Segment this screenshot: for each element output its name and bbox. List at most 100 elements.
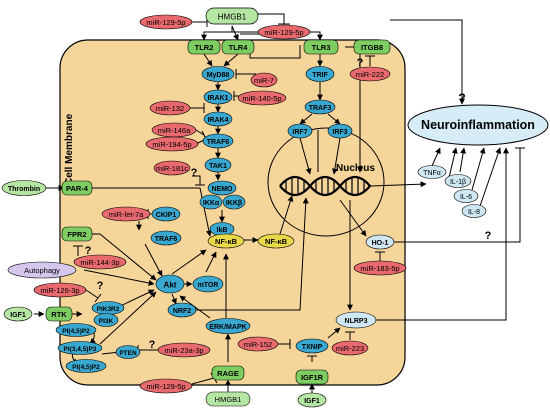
tlr2-label: TLR2 (195, 43, 214, 52)
mirna-node (349, 66, 391, 82)
traf6-label: TRAF6 (207, 139, 230, 146)
itgb8-label: ITGB8 (361, 43, 383, 52)
tlr4-node (221, 39, 255, 55)
rage-node (211, 365, 245, 381)
mirna-node (149, 100, 191, 116)
mirna-node (101, 206, 151, 222)
par4-label: PAR-4 (66, 184, 89, 193)
cytokine-label: IL-8 (468, 209, 480, 216)
traf6-label: TRAF6 (155, 236, 178, 243)
myd88-label: MyD88 (207, 72, 230, 79)
irak1-node (203, 89, 233, 105)
rage-label: RAGE (217, 369, 239, 378)
ikkb-label: IKKβ (226, 200, 243, 207)
ikkb-node (222, 194, 246, 210)
autophagy-node (7, 261, 77, 279)
trif-label: TRIF (312, 72, 328, 79)
cytokine-label: IL-6 (460, 194, 472, 201)
mirna-node (153, 160, 191, 176)
mirna-label: miR-129-5p (146, 382, 185, 391)
irak1-label: IRAK1 (207, 95, 228, 102)
par4-node (61, 180, 93, 196)
nfkb-label: NF-κB (215, 237, 238, 246)
ho1-node (365, 234, 395, 250)
question-mark: ? (191, 167, 198, 179)
tak1-label: TAK1 (209, 163, 227, 170)
txnip-node (295, 338, 329, 354)
mirna-label: miR-194-5p (152, 140, 191, 149)
membrane-label: Cell Membrane (64, 113, 75, 185)
mirna-label: miR-183-5p (360, 264, 399, 273)
nlrp3-node (335, 311, 377, 329)
pi3k-label: PI3K (99, 318, 114, 325)
akt-label: Akt (164, 281, 177, 290)
pip2-label: PI(4,5)P2 (72, 364, 100, 371)
hmgb1-label: HMGB1 (218, 13, 247, 22)
cytokine-node (417, 165, 447, 179)
mirna-node (331, 340, 369, 356)
mirna-node (139, 378, 193, 394)
pten-node (115, 345, 141, 359)
tlr2-node (187, 39, 221, 55)
question-mark: ? (149, 339, 156, 351)
mirna-label: miR-140-5p (242, 94, 281, 103)
question-mark: ? (485, 230, 492, 242)
igf1-node (3, 306, 33, 322)
neuroinflammation-node (407, 104, 549, 146)
mirna-node (257, 24, 311, 40)
uncertain-links: ? ? ? ? ? ? ? (85, 57, 492, 351)
akt-node (155, 274, 185, 294)
tlr4-label: TLR4 (229, 43, 249, 52)
pik3r2-label: PIK3R2 (97, 306, 120, 313)
autophagy-label: Autophagy (24, 266, 60, 275)
mirna-label: miR-223 (336, 344, 364, 353)
mirna-label: miR-129-5p (146, 18, 185, 27)
hmgb1-label: HMGB1 (215, 395, 242, 404)
igf1-label: IGF1 (10, 312, 26, 319)
irf3-label: IRF3 (332, 129, 347, 136)
thrombin-label: Thrombin (8, 186, 40, 193)
itgb8-node (353, 39, 391, 55)
pip2-node (65, 359, 107, 373)
pten-label: PTEN (119, 350, 137, 357)
mirna-label: miR-146a (158, 126, 191, 135)
question-mark: ? (357, 57, 364, 69)
mirna-label: miR-132 (156, 104, 184, 113)
thrombin-node (1, 180, 47, 196)
ckip1-node (151, 206, 181, 222)
mirna-label: miR-129-5p (264, 28, 303, 37)
mirna-label: miR-let-7a (109, 210, 144, 219)
cytokine-label: TNFα (423, 170, 441, 177)
igf1-label: IGF1 (304, 398, 320, 405)
mirna-node (139, 14, 193, 30)
mirna-node (73, 254, 127, 270)
irak4-label: IRAK4 (207, 117, 228, 124)
fpr2-node (61, 226, 93, 242)
neuroinflammation-label: Neuroinflammation (421, 118, 535, 132)
ikka-node (199, 194, 223, 210)
ckip1-label: CKIP1 (156, 212, 177, 219)
tlr3-node (303, 39, 339, 55)
mirna-node (145, 136, 199, 152)
irf7-label: IRF7 (292, 129, 307, 136)
pi3k-node (93, 313, 119, 327)
mirna-label: miR-222 (356, 70, 384, 79)
mtor-node (192, 275, 224, 293)
nrf2-label: NRF2 (173, 308, 191, 315)
irf7-node (287, 123, 313, 139)
irf3-node (327, 123, 353, 139)
tlr3-label: TLR3 (312, 43, 331, 52)
cytokine-node (453, 189, 479, 203)
question-mark: ? (85, 245, 92, 257)
nucleus (267, 127, 385, 237)
mirna-node (237, 336, 279, 352)
igf1r-node (295, 369, 329, 385)
tak1-node (204, 157, 232, 173)
igf1r-label: IGF1R (301, 373, 324, 382)
nfkb-nuclear-node (257, 233, 295, 249)
pip3-label: PI(3,4,5)P3 (64, 346, 97, 353)
nucleus-label: Nucleus (336, 163, 375, 174)
traf6-node (150, 230, 182, 246)
cytokine-node (461, 204, 487, 218)
dna-helix-icon (279, 175, 371, 197)
